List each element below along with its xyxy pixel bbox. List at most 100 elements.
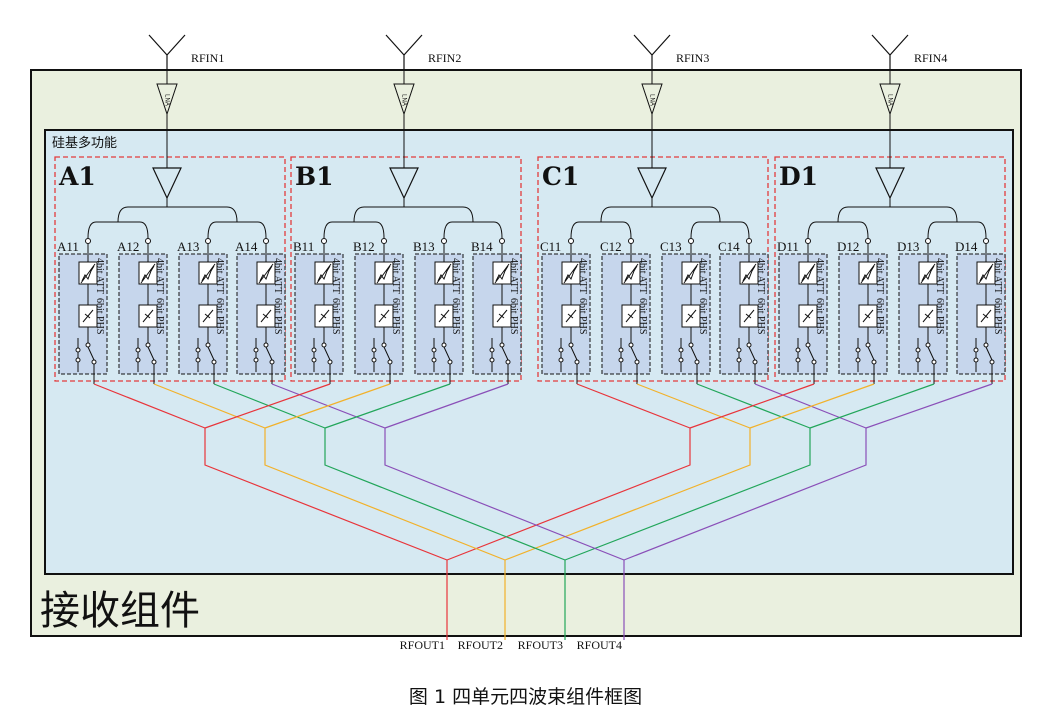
- switch-icon: [973, 357, 979, 363]
- switch-blade: [927, 346, 935, 361]
- att-label: 4bit ATT: [755, 258, 766, 294]
- phase-symbol: [438, 309, 450, 323]
- switch-icon: [915, 357, 921, 363]
- rfin-label: RFIN2: [428, 51, 461, 65]
- rfin-label: RFIN3: [676, 51, 709, 65]
- beam-3-feed: [324, 383, 451, 429]
- splitter-line: [600, 206, 721, 223]
- phs-label: 6bit PHS: [214, 298, 225, 334]
- beam-2-feed: [264, 383, 391, 429]
- channel-label: D13: [897, 239, 919, 254]
- group-label: D1: [779, 162, 818, 191]
- channel-label: B13: [413, 239, 435, 254]
- switch-icon: [973, 347, 979, 353]
- switch-icon: [855, 347, 861, 353]
- att-label: 4bit ATT: [934, 258, 945, 294]
- attenuator-symbol: [376, 263, 392, 284]
- att-label: 4bit ATT: [272, 258, 283, 294]
- switch-icon: [568, 342, 574, 348]
- beam-1-feed: [576, 383, 691, 429]
- att-label: 4bit ATT: [154, 258, 165, 294]
- beam-3-feed: [213, 383, 326, 429]
- switch-icon: [618, 357, 624, 363]
- switch-blade: [867, 346, 875, 361]
- channel-label: B14: [471, 239, 493, 254]
- beam-4-right-path: [623, 428, 867, 561]
- switch-icon: [489, 357, 495, 363]
- switch-blade: [87, 346, 95, 361]
- node-icon: [805, 238, 811, 244]
- switch-icon: [983, 342, 989, 348]
- switch-blade: [570, 346, 578, 361]
- group-label: C1: [542, 162, 579, 191]
- switch-icon: [871, 359, 877, 365]
- switch-blade: [323, 346, 331, 361]
- splitter-line: [443, 221, 503, 239]
- channel-label: D11: [777, 239, 799, 254]
- rfin-label: RFIN4: [914, 51, 947, 65]
- attenuator-symbol: [140, 263, 156, 284]
- beam-1-feed: [93, 383, 206, 429]
- switch-icon: [447, 359, 453, 365]
- switch-icon: [75, 357, 81, 363]
- phs-label: 6bit PHS: [508, 298, 519, 334]
- switch-icon: [311, 347, 317, 353]
- beam-1-feed: [689, 383, 815, 429]
- antenna-icon: [148, 34, 186, 70]
- switch-blade: [748, 346, 756, 361]
- switch-blade: [443, 346, 451, 361]
- switch-icon: [85, 342, 91, 348]
- phs-label: 6bit PHS: [934, 298, 945, 334]
- group-box: [54, 156, 286, 382]
- switch-icon: [746, 342, 752, 348]
- channel-D13: D13 4bit ATT 6bit PHS: [897, 238, 948, 384]
- chip-label: 硅基多功能: [52, 135, 117, 151]
- switch-icon: [618, 347, 624, 353]
- phase-symbol: [743, 309, 755, 323]
- switch-icon: [489, 347, 495, 353]
- beam-2-feed: [636, 383, 751, 429]
- rfout-label: RFOUT2: [458, 638, 503, 652]
- att-label: 4bit ATT: [992, 258, 1003, 294]
- phs-label: 6bit PHS: [450, 298, 461, 334]
- switch-icon: [253, 347, 259, 353]
- phs-label: 6bit PHS: [874, 298, 885, 334]
- beam-4-feed: [865, 383, 993, 429]
- splitter-line: [87, 221, 149, 239]
- switch-icon: [931, 359, 937, 365]
- group-label: B1: [295, 162, 334, 191]
- antenna-icon: [385, 34, 423, 70]
- beam-2-feed: [749, 383, 875, 429]
- switch-icon: [431, 347, 437, 353]
- switch-icon: [925, 342, 931, 348]
- phs-label: 6bit PHS: [755, 298, 766, 334]
- switch-icon: [205, 342, 211, 348]
- phs-label: 6bit PHS: [330, 298, 341, 334]
- att-label: 4bit ATT: [874, 258, 885, 294]
- switch-icon: [688, 342, 694, 348]
- channel-label: C11: [540, 239, 561, 254]
- switch-icon: [387, 359, 393, 365]
- switch-icon: [321, 342, 327, 348]
- channel-label: A13: [177, 239, 199, 254]
- node-icon: [568, 238, 574, 244]
- switch-icon: [311, 357, 317, 363]
- beam-1-left-path: [204, 428, 448, 640]
- node-icon: [983, 238, 989, 244]
- switch-blade: [383, 346, 391, 361]
- phase-symbol: [260, 309, 272, 323]
- beam-4-left-path: [384, 428, 625, 640]
- attenuator-symbol: [920, 263, 936, 284]
- switch-blade: [807, 346, 815, 361]
- att-label: 4bit ATT: [508, 258, 519, 294]
- lna-label: LNA: [400, 94, 406, 106]
- phs-label: 6bit PHS: [637, 298, 648, 334]
- lna-amplifier-icon: [879, 83, 901, 116]
